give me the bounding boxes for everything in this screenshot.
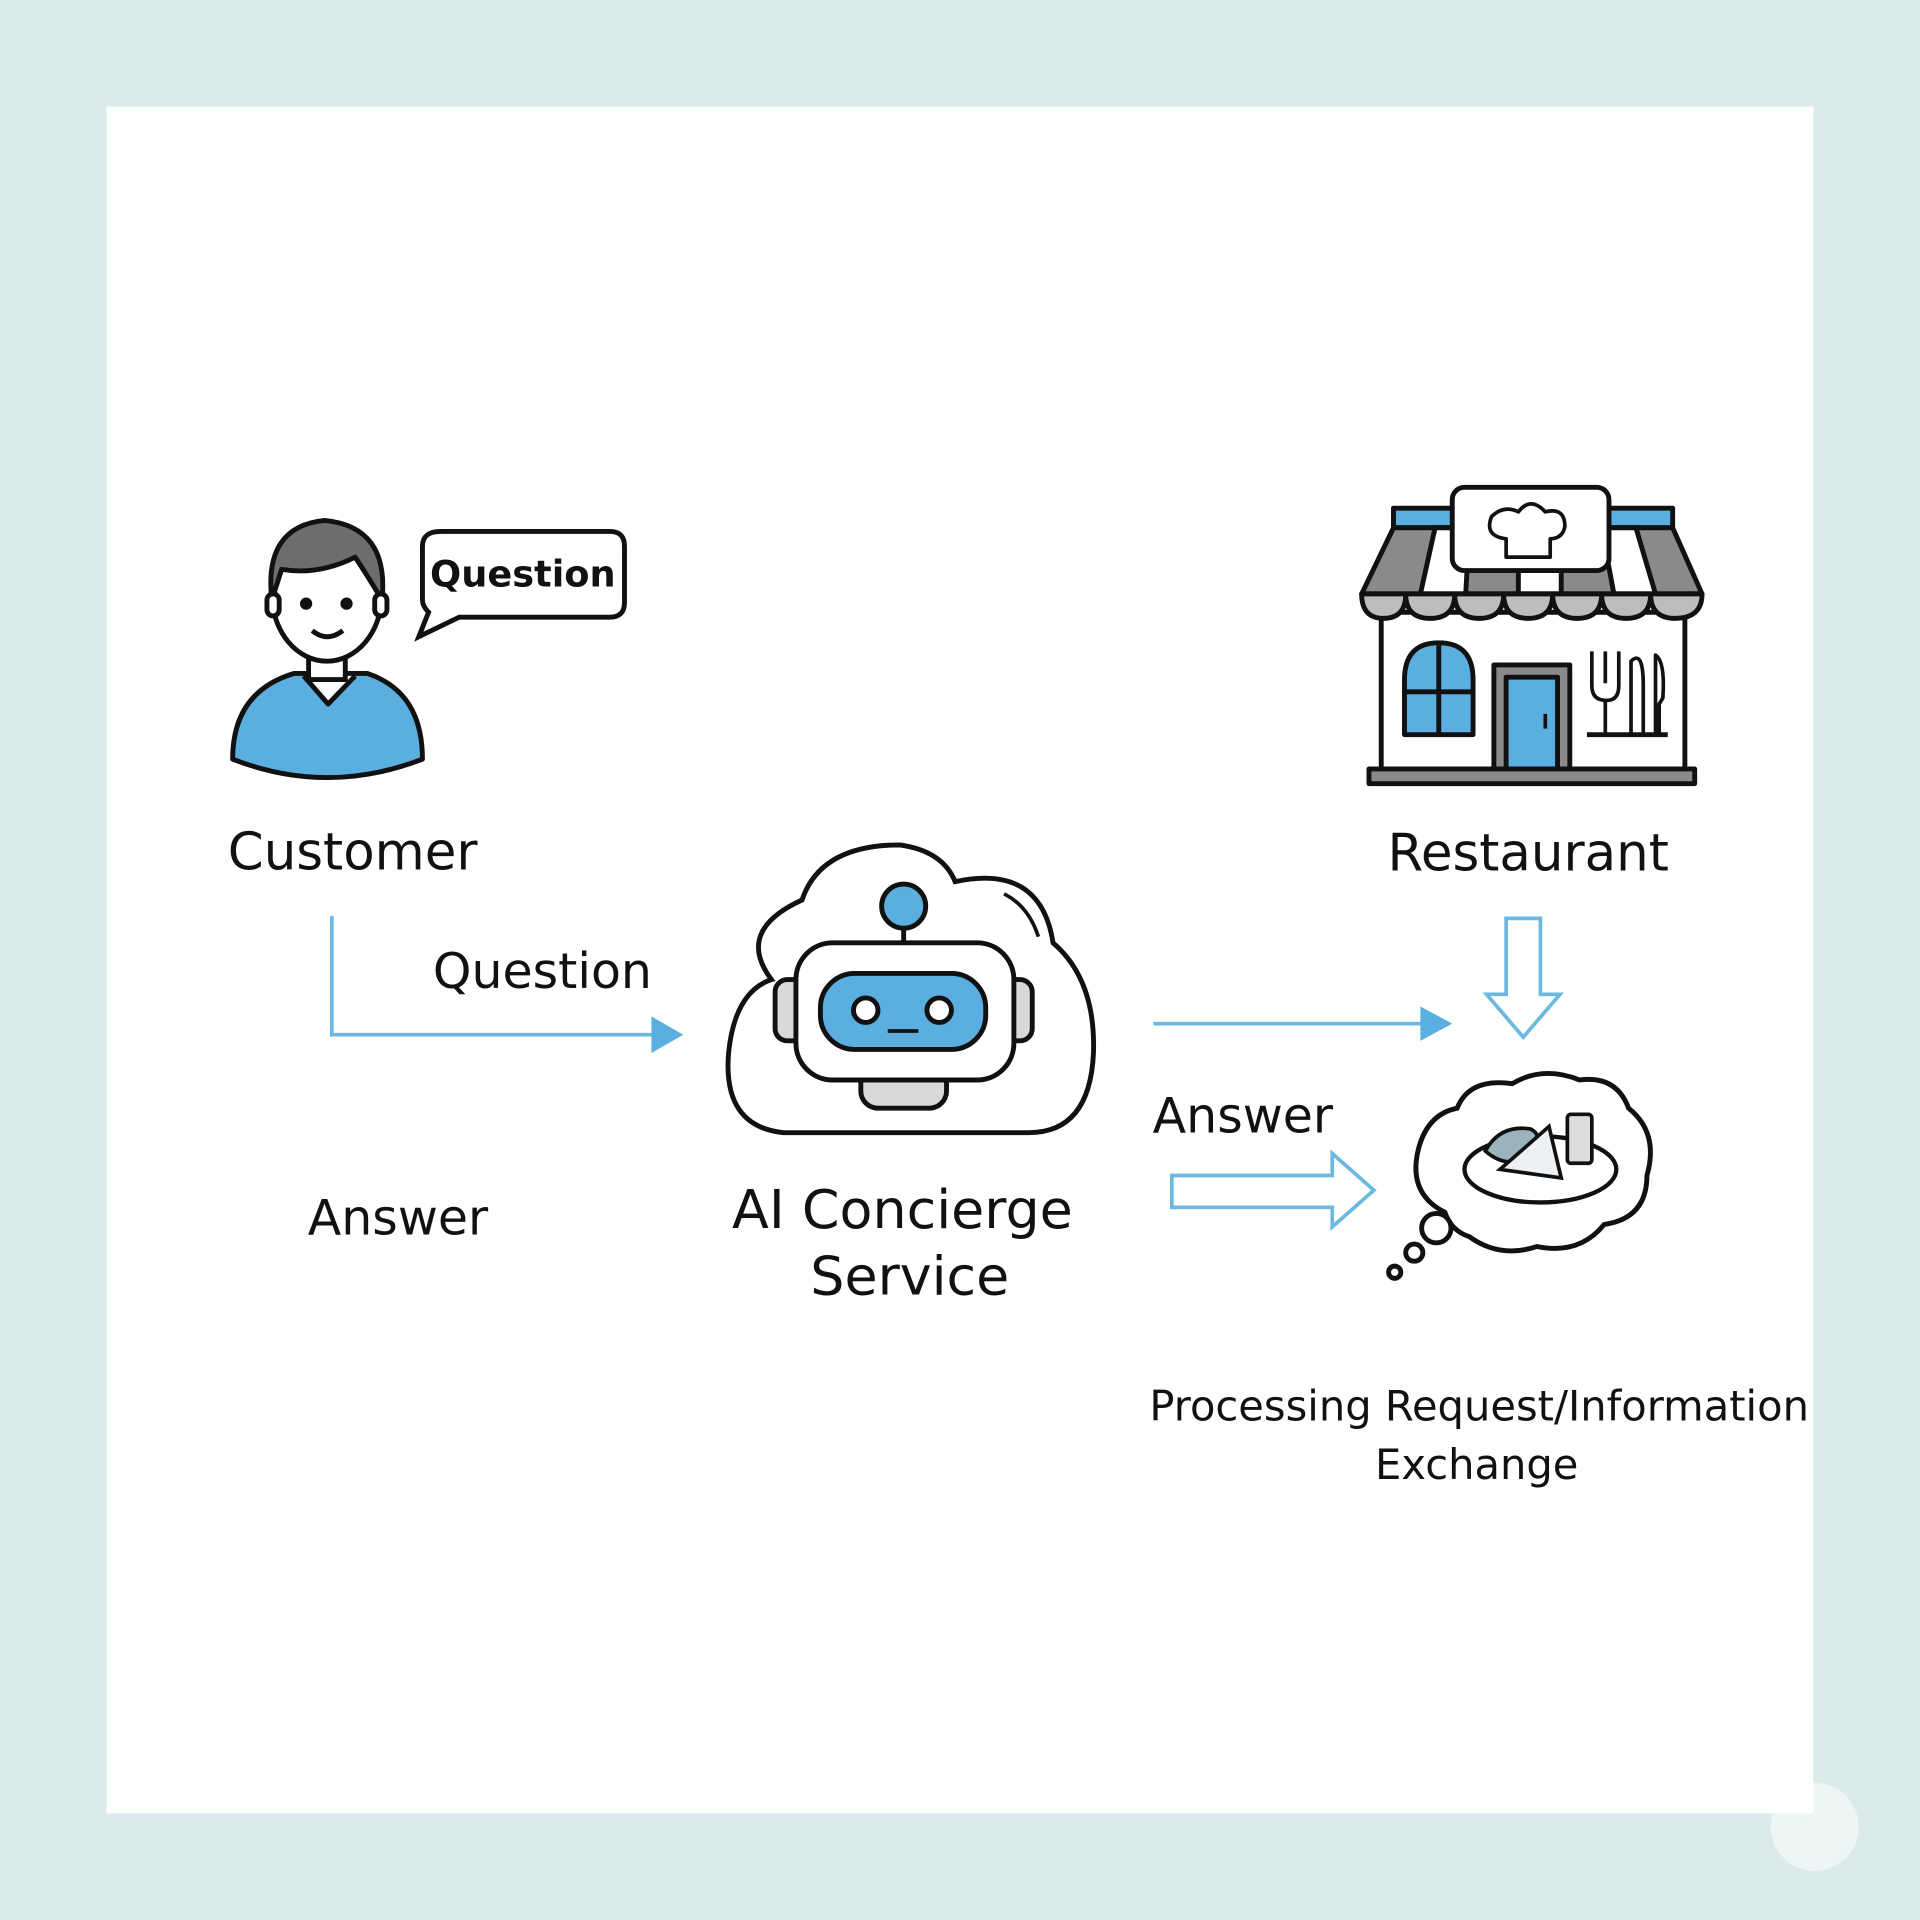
question-arrow [330,915,684,1054]
customer-icon [230,517,425,780]
answer-arrow [1170,1149,1377,1232]
processing-label-line2: Exchange [1375,1440,1578,1489]
customer-label: Customer [228,822,479,882]
answer-right-label: Answer [1153,1088,1334,1145]
request-arrow [1153,1006,1453,1041]
restaurant-label: Restaurant [1387,824,1668,884]
concierge-label-line1: AI Concierge [732,1178,1073,1241]
ai-watermark: ai [1770,1782,1859,1872]
processing-label-line1: Processing Request/Information [1149,1381,1809,1430]
question-bubble: Question [414,528,627,642]
thought-bubble-icon [1386,1071,1653,1281]
concierge-label-line2: Service [810,1244,1009,1307]
down-arrow [1482,916,1564,1040]
question-flow-label: Question [433,943,652,1000]
answer-left-label: Answer [308,1189,489,1246]
svg-text:ai: ai [1798,1806,1831,1849]
bubble-text: Question [430,553,616,596]
cloud-robot-icon [725,842,1097,1136]
restaurant-icon [1359,484,1705,787]
